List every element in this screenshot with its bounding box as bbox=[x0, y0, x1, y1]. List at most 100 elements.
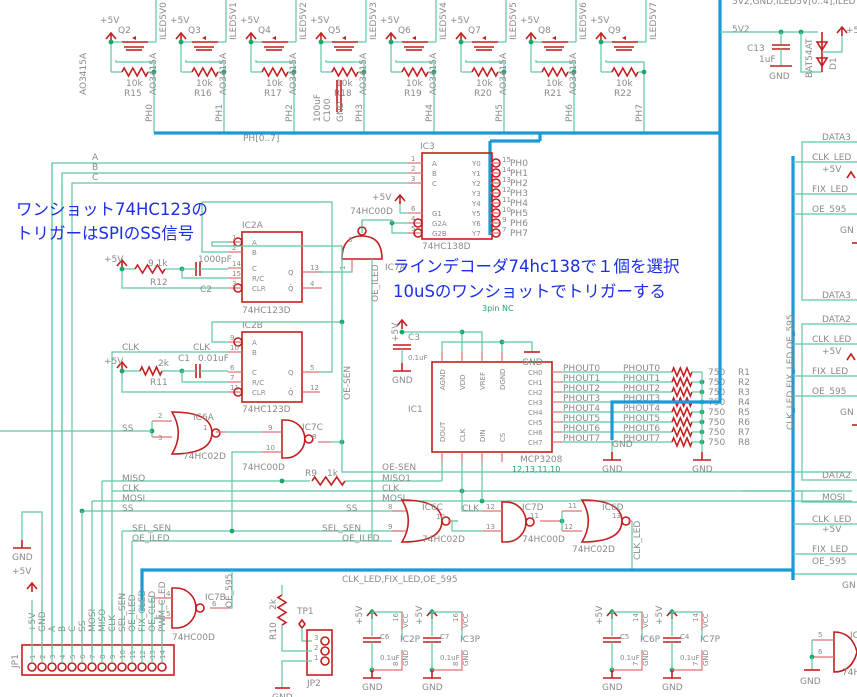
supply-arrow-icon bbox=[846, 352, 856, 361]
ic-name: IC1 bbox=[408, 405, 423, 415]
gate-part: 74HC02D bbox=[183, 452, 226, 462]
pin bbox=[612, 650, 643, 671]
pin-label: VCC bbox=[402, 613, 410, 628]
supply-label: +5V bbox=[104, 357, 124, 367]
wire bbox=[341, 322, 852, 473]
pin-label: CLK bbox=[459, 428, 467, 442]
resistor-value: 750 bbox=[708, 368, 725, 378]
pin-number: 11 bbox=[530, 512, 539, 520]
pin-number: 13 bbox=[310, 264, 319, 272]
gnd-label: GND bbox=[522, 358, 543, 368]
resistor-icon bbox=[331, 66, 359, 78]
gnd-label: GND bbox=[392, 376, 413, 386]
resistor-value: 9.1k bbox=[148, 259, 168, 269]
pin-number: 9 bbox=[388, 523, 392, 531]
net-label: C bbox=[92, 173, 98, 183]
connector-pin-icon bbox=[27, 662, 37, 672]
net-label: 5V2 bbox=[732, 25, 750, 35]
net-label: CLK bbox=[193, 343, 211, 353]
wire bbox=[318, 270, 353, 273]
gate-name: IC6C bbox=[422, 503, 443, 513]
gate-name: IC bbox=[850, 631, 857, 641]
pin-label: CH0 bbox=[528, 369, 543, 377]
net-label-ph: PH1 bbox=[215, 104, 225, 122]
junction bbox=[151, 69, 157, 75]
resistor-icon bbox=[611, 66, 639, 78]
wire bbox=[325, 60, 365, 133]
nc-note: 3pin NC bbox=[482, 304, 514, 313]
wire bbox=[230, 570, 233, 609]
pin-number: 1 bbox=[314, 654, 318, 662]
pin-label: VCC bbox=[462, 613, 470, 628]
supply-label: +5V bbox=[520, 16, 540, 26]
resistor-icon bbox=[121, 66, 149, 78]
pin-label: CH1 bbox=[528, 379, 543, 387]
resistor-icon bbox=[401, 66, 429, 78]
net-label-ph: PH0 bbox=[145, 104, 155, 122]
net-label: PHOUT2 bbox=[563, 384, 600, 394]
pin-number: 9 bbox=[502, 216, 506, 224]
pin-label: A bbox=[252, 239, 257, 247]
net-label: PHOUT2 bbox=[623, 384, 660, 394]
supply-label: +5V bbox=[822, 165, 842, 175]
resistor-icon bbox=[311, 475, 346, 487]
pin-number: 5 bbox=[818, 631, 822, 639]
wire bbox=[181, 269, 228, 279]
resistor-icon bbox=[671, 365, 693, 379]
transistor-part: AO3415A bbox=[499, 52, 509, 95]
mosfet-diode-icon bbox=[272, 36, 276, 40]
oneshot-a-body bbox=[241, 231, 303, 303]
junction bbox=[221, 69, 227, 75]
wire bbox=[71, 182, 408, 655]
net-label: PHOUT3 bbox=[563, 394, 600, 404]
pin-label: R/C bbox=[252, 275, 264, 283]
connector-name: JP1 bbox=[11, 654, 21, 669]
resistor-name: R4 bbox=[738, 398, 750, 408]
pin-number: 4 bbox=[411, 215, 416, 223]
net-label: PHOUT7 bbox=[563, 434, 600, 444]
pin-number: 6 bbox=[79, 654, 87, 659]
pin-label: B bbox=[252, 249, 257, 257]
gnd-label: GND bbox=[612, 440, 633, 450]
resistor-name: R5 bbox=[738, 408, 750, 418]
gate-name: IC6A bbox=[193, 413, 215, 423]
pin-number: 14 bbox=[159, 650, 167, 659]
pin-label: VCC bbox=[642, 613, 650, 628]
wire bbox=[121, 269, 228, 289]
net-label: SEL_SEN bbox=[132, 524, 171, 534]
resistor-value: 750 bbox=[708, 388, 725, 398]
inverter-bubble-icon bbox=[195, 603, 205, 613]
pin-number: 9 bbox=[109, 655, 117, 659]
resistor-value: 10k bbox=[336, 79, 353, 89]
pin-number: 3 bbox=[232, 280, 236, 288]
pin-number: 8 bbox=[392, 662, 400, 666]
gate-part: 74HC02D bbox=[572, 545, 615, 555]
wire bbox=[281, 660, 312, 688]
gate-part: 74H bbox=[842, 668, 857, 678]
resistor-name: R7 bbox=[738, 428, 750, 438]
net-label: PH1 bbox=[510, 169, 528, 179]
resistor-value: 10k bbox=[126, 79, 143, 89]
connector-pin-icon bbox=[320, 656, 330, 666]
ic-power-label: IC6P bbox=[640, 635, 661, 645]
pin-number: 6 bbox=[818, 648, 823, 656]
junction bbox=[598, 39, 604, 45]
net-label: CLK_LED bbox=[812, 515, 851, 525]
pin-number: 10 bbox=[266, 444, 275, 452]
supply-label: +5V bbox=[822, 347, 842, 357]
wire bbox=[301, 628, 312, 642]
resistor-name: R11 bbox=[150, 378, 168, 388]
connector-net-label: FIX_CLED bbox=[138, 590, 148, 632]
net-label: OE_595 bbox=[225, 574, 235, 608]
pin-number: 12 bbox=[502, 186, 511, 194]
pin-label: DIN bbox=[479, 429, 487, 442]
wire bbox=[121, 371, 228, 393]
pin-number: 13 bbox=[502, 176, 511, 184]
net-label: A bbox=[92, 153, 99, 163]
net-label-ph: PH5 bbox=[495, 104, 505, 122]
supply-label: +5V bbox=[100, 16, 120, 26]
connector-pin-icon bbox=[320, 646, 330, 656]
net-label: PHOUT1 bbox=[563, 374, 600, 384]
pin-label: CS bbox=[499, 432, 507, 442]
net-label: PHOUT1 bbox=[623, 374, 660, 384]
